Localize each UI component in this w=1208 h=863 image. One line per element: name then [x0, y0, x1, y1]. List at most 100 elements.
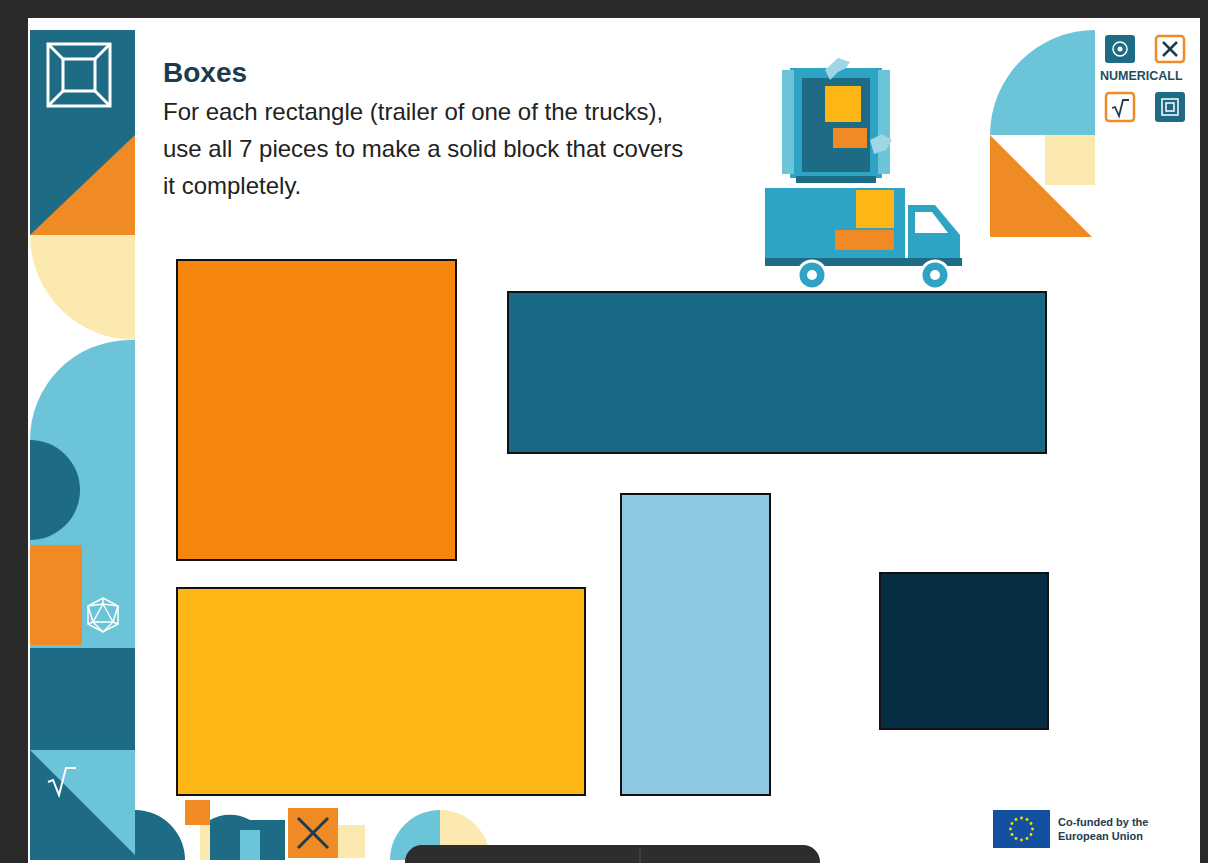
bottom-decoration [135, 800, 820, 863]
left-decoration-part [93, 604, 113, 622]
logo-icons-part [1112, 100, 1129, 116]
bottom-decoration-part [405, 845, 820, 863]
eu-flag-part [1009, 817, 1034, 842]
left-decoration-part [88, 598, 118, 632]
truck-illustration-part [870, 134, 892, 154]
left-decoration-part [113, 606, 118, 622]
top-right-decoration-part [990, 135, 1092, 237]
trailer-rectangles-part [621, 494, 770, 795]
left-decoration-part [88, 604, 103, 606]
left-decoration-part [30, 750, 135, 860]
logo-icons-part [1163, 42, 1177, 56]
top-right-decoration-part [1045, 135, 1095, 185]
eu-flag-part [1026, 818, 1029, 821]
instruction-text: For each rectangle (trailer of one of th… [163, 93, 698, 204]
left-decoration-part [48, 44, 110, 106]
left-decoration-part [30, 135, 135, 235]
trailer-rectangles [177, 260, 1048, 795]
top-right-decoration-part [990, 30, 1095, 135]
left-decoration-part [95, 44, 110, 59]
eu-flag-part [1030, 822, 1033, 825]
bottom-decoration-part [210, 815, 285, 860]
eu-flag-part [1011, 822, 1014, 825]
logo-icons-part [1156, 36, 1184, 62]
trailer-rectangles-part [177, 260, 456, 560]
eu-flag-part [1015, 837, 1018, 840]
truck-illustration-part [802, 78, 870, 172]
bottom-decoration-part [298, 818, 328, 848]
eu-flag-part [1015, 818, 1018, 821]
truck-illustration-part [825, 86, 861, 122]
page-background-part [28, 18, 1200, 863]
truck-illustration-part [930, 270, 940, 280]
left-decoration-part [88, 598, 118, 632]
bottom-decoration-part [135, 810, 185, 860]
bottom-decoration-part [298, 818, 328, 848]
left-decoration-part [30, 440, 80, 540]
trailer-rectangles-part [880, 573, 1048, 729]
truck-illustration-part [915, 212, 948, 233]
eu-flag-part [1011, 833, 1014, 836]
eu-flag-part [1009, 828, 1012, 831]
logo-icons-part [1162, 99, 1178, 115]
truck-illustration-part [796, 176, 876, 183]
logo-icons-part [1113, 42, 1127, 56]
bottom-decoration-part [185, 800, 210, 825]
truck-illustration-part [807, 270, 817, 280]
truck-illustration-part [825, 58, 850, 80]
truck-illustration-part [782, 70, 794, 174]
truck-illustration-part [921, 261, 949, 289]
bottom-decoration-part [288, 808, 338, 858]
logo-icons-part [1155, 92, 1185, 122]
eu-flag-part [1031, 828, 1034, 831]
left-decoration-part [30, 135, 135, 235]
left-decoration-part [48, 91, 63, 106]
left-decoration-part [103, 622, 113, 632]
left-decoration-part [88, 606, 93, 622]
left-decoration-part [95, 91, 110, 106]
eu-flag-part [1026, 837, 1029, 840]
eu-flag-part [1030, 833, 1033, 836]
left-decoration [30, 30, 135, 860]
truck-illustration-part [833, 128, 867, 148]
bottom-decoration-part [640, 848, 641, 863]
page-title: Boxes [163, 58, 463, 88]
funding-note: Co-funded by the European Union [1058, 815, 1183, 843]
eu-flag-part [1020, 839, 1023, 842]
logo-icons-part [1105, 35, 1135, 63]
logo-icons-part [1106, 93, 1134, 121]
eu-flag-part [993, 810, 1050, 848]
bottom-decoration-part [298, 818, 328, 848]
truck-illustration-part [790, 68, 882, 178]
logo-icons-part [1166, 103, 1174, 111]
left-decoration-part [88, 622, 93, 624]
logo-icons-part [1163, 42, 1177, 56]
left-decoration-part [63, 59, 95, 91]
left-decoration-part [30, 750, 135, 860]
logo-icons-part [1162, 99, 1178, 115]
logo-icons-part [1118, 47, 1123, 52]
top-right-decoration [990, 30, 1095, 237]
bottom-decoration-part [338, 825, 365, 858]
left-decoration-part [30, 648, 135, 750]
left-decoration-part [30, 30, 135, 135]
left-decoration-part [113, 622, 118, 624]
truck-illustration [765, 58, 962, 289]
trailer-rectangles-part [508, 292, 1046, 453]
left-decoration-part [30, 545, 82, 645]
left-decoration-part [48, 44, 63, 59]
truck-illustration-part [856, 190, 894, 228]
truck-illustration-part [765, 188, 905, 263]
left-decoration-part [30, 340, 135, 750]
eu-flag [993, 810, 1050, 848]
left-decoration-part [102, 598, 104, 604]
bottom-decoration-part [240, 830, 260, 860]
eu-flag-part [1020, 817, 1023, 820]
truck-illustration-part [908, 205, 960, 262]
truck-illustration-part [835, 230, 894, 250]
left-decoration-part [103, 604, 118, 606]
left-decoration-part [93, 622, 103, 632]
